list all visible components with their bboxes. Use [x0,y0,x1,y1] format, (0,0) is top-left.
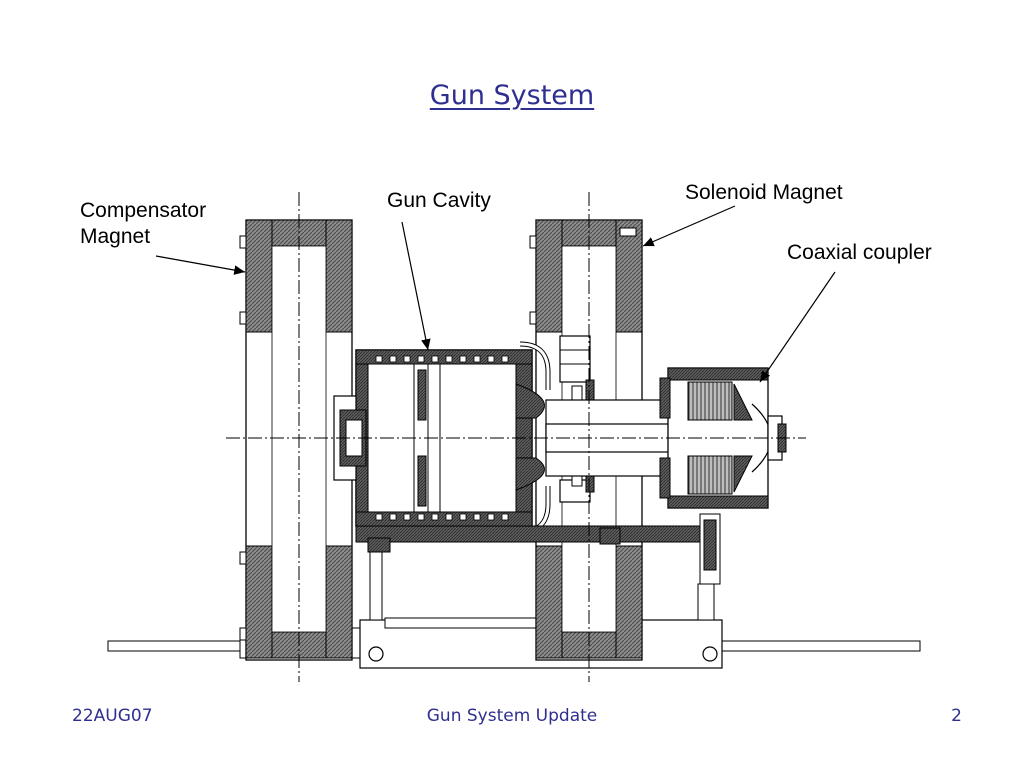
label-compensator-magnet: Compensator Magnet [80,198,206,250]
label-coaxial-coupler: Coaxial coupler [787,241,932,264]
coaxial-coupler [545,367,787,509]
label-compensator-line1: Compensator [80,199,207,222]
label-compensator-line2: Magnet [80,225,151,248]
arrow-solenoid [642,205,736,247]
support-frame [355,513,721,621]
footer-date: 22AUG07 [72,706,153,726]
footer-page-number: 2 [951,706,962,726]
leader-arrows [155,205,836,383]
label-solenoid-magnet: Solenoid Magnet [685,181,843,204]
label-gun-cavity: Gun Cavity [387,189,491,212]
arrow-compensator [155,255,246,275]
center-lines [226,192,806,682]
footer-title: Gun System Update [426,706,598,726]
base-rail [107,617,921,669]
slide-title: Gun System [429,80,595,111]
arrow-gun-cavity [401,221,431,351]
arrow-coaxial [759,271,836,383]
